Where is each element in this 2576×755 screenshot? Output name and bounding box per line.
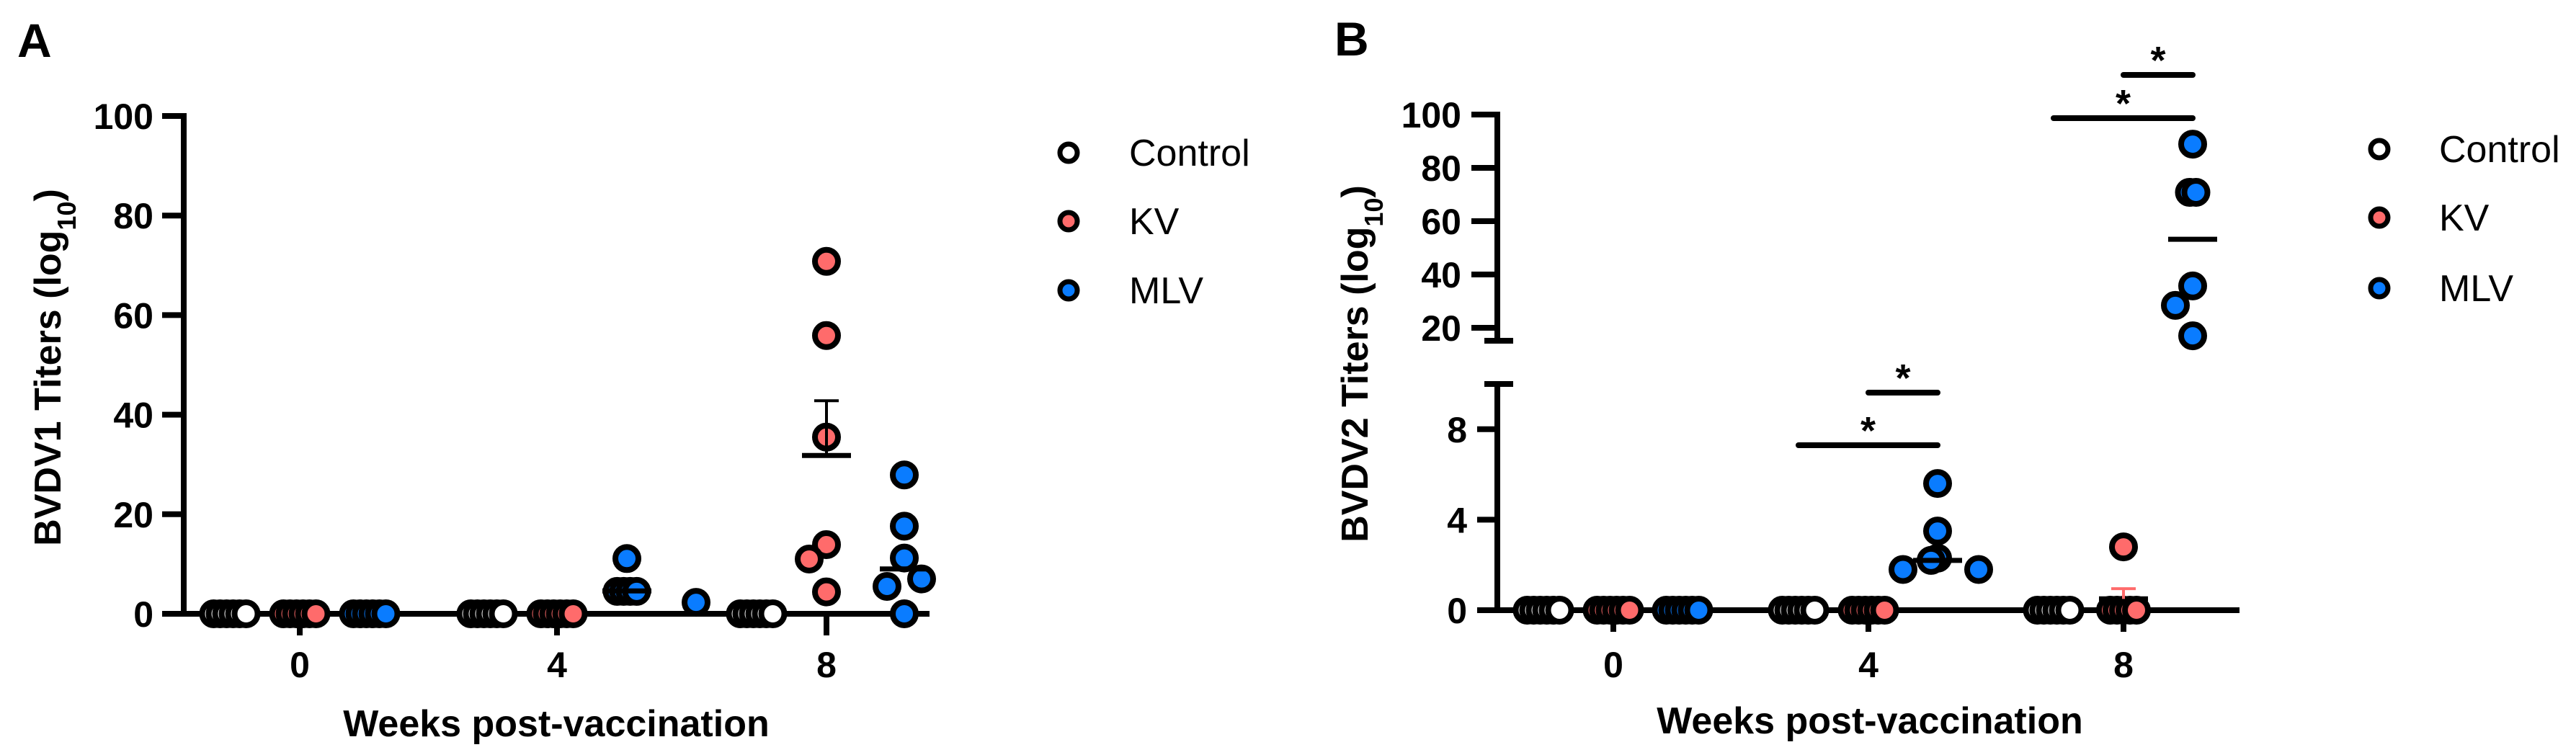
panel-a: A 0 20 40 60 80 100 0 4 8 Weeks post-vaccinatio…: [17, 14, 1250, 745]
legend-marker-control-icon: [1057, 141, 1080, 164]
panel-letter-a: A: [17, 14, 52, 67]
x-tick-label: 0: [1603, 645, 1623, 685]
legend-item-mlv: MLV: [2368, 268, 2513, 310]
data-point-mlv: [890, 511, 919, 541]
y-axis-b: 0 4 8 20 40 60 80 100: [1401, 95, 1513, 631]
y-tick-label: 20: [113, 495, 153, 535]
legend-label-kv: KV: [1129, 201, 1180, 243]
data-point-mlv: [2178, 130, 2207, 159]
data-point-control: [231, 599, 261, 628]
y-tick-label: 8: [1447, 410, 1467, 450]
legend-item-kv: KV: [1057, 201, 1180, 243]
data-point-mlv: [1684, 596, 1713, 625]
data-point-mlv: [1964, 555, 1993, 584]
legend-marker-kv-icon: [1057, 210, 1080, 233]
y-tick-label: 40: [113, 396, 153, 436]
data-point-mlv: [890, 599, 919, 628]
data-point-mlv: [2178, 321, 2207, 351]
legend-marker-mlv-icon: [2368, 277, 2391, 300]
data-point-control: [489, 599, 518, 628]
significance-brackets-b: * * * *: [1796, 39, 2196, 452]
legend-label-mlv: MLV: [1129, 270, 1203, 312]
x-tick-label: 8: [2113, 645, 2134, 685]
data-point-mlv: [1889, 555, 1917, 584]
data-point-mlv: [890, 460, 919, 490]
panel-b: B 0 4 8 20 40 60 80 100 0 4 8 * * * * Weeks post-vac…: [1334, 12, 2560, 742]
data-point-kv: [558, 599, 588, 628]
legend-marker-mlv-icon: [1057, 279, 1080, 302]
data-point-mlv: [1923, 517, 1952, 546]
legend-b: Control KV MLV: [2368, 129, 2560, 310]
data-point-kv: [2109, 532, 2138, 562]
plot-area-a: [199, 246, 936, 628]
plot-area-b: [1512, 130, 2217, 625]
legend-marker-kv-icon: [2368, 206, 2391, 229]
legend-item-kv: KV: [2368, 197, 2490, 239]
significance-asterisk: *: [2150, 39, 2165, 82]
x-axis-title-a: Weeks post-vaccination: [343, 703, 769, 745]
data-point-kv: [812, 246, 841, 276]
data-point-control: [1545, 596, 1574, 625]
data-point-mlv: [612, 544, 641, 573]
data-point-kv: [812, 530, 841, 559]
x-tick-label: 4: [1858, 645, 1878, 685]
y-tick-label: 60: [113, 295, 153, 336]
data-point-kv: [301, 599, 331, 628]
significance-asterisk: *: [1860, 409, 1876, 452]
data-point-kv: [1870, 596, 1899, 625]
data-point-kv: [795, 544, 824, 573]
data-point-kv: [1615, 596, 1644, 625]
legend-a: Control KV MLV: [1057, 133, 1250, 312]
x-tick-label: 8: [816, 645, 837, 685]
data-point-kv: [2122, 596, 2151, 625]
data-point-kv: [812, 321, 841, 350]
y-tick-label: 80: [1421, 148, 1461, 189]
significance-asterisk: *: [1895, 357, 1910, 400]
legend-item-mlv: MLV: [1057, 270, 1203, 312]
data-point-mlv: [873, 571, 901, 601]
data-point-mlv: [2178, 271, 2207, 300]
data-point-mlv: [890, 543, 919, 573]
y-tick-label: 4: [1447, 500, 1467, 540]
x-axis-title-b: Weeks post-vaccination: [1657, 700, 2082, 742]
legend-label-mlv: MLV: [2439, 268, 2513, 310]
legend-label-control: Control: [1129, 133, 1250, 174]
data-point-mlv: [371, 599, 401, 628]
legend-item-control: Control: [2368, 129, 2560, 171]
y-axis-a: 0 20 40 60 80 100: [94, 97, 187, 635]
y-tick-label: 80: [113, 196, 153, 236]
y-tick-label: 100: [94, 97, 153, 137]
legend-marker-control-icon: [2368, 138, 2391, 161]
y-tick-label: 40: [1421, 255, 1461, 295]
legend-label-kv: KV: [2439, 197, 2490, 239]
significance-asterisk: *: [2116, 82, 2131, 125]
y-tick-label: 0: [133, 594, 153, 635]
data-point-control: [2055, 596, 2085, 625]
legend-label-control: Control: [2439, 129, 2560, 171]
panel-letter-b: B: [1334, 12, 1369, 66]
data-point-control: [758, 599, 788, 628]
data-point-control: [1800, 596, 1830, 625]
y-tick-label: 100: [1401, 95, 1461, 135]
y-axis-title-b: BVDV2 Titers (log10): [1334, 185, 1389, 542]
y-tick-label: 20: [1421, 308, 1461, 349]
data-point-kv: [812, 577, 841, 607]
data-point-mlv: [1923, 469, 1952, 499]
x-tick-label: 4: [547, 645, 567, 685]
y-tick-label: 0: [1447, 591, 1467, 631]
data-point-mlv: [2161, 290, 2190, 320]
y-tick-label: 60: [1421, 202, 1461, 242]
y-axis-title-a: BVDV1 Titers (log10): [27, 189, 81, 546]
legend-item-control: Control: [1057, 133, 1250, 174]
data-point-mlv: [682, 588, 710, 617]
x-tick-label: 0: [290, 645, 310, 685]
data-point-mlv: [2181, 178, 2211, 207]
